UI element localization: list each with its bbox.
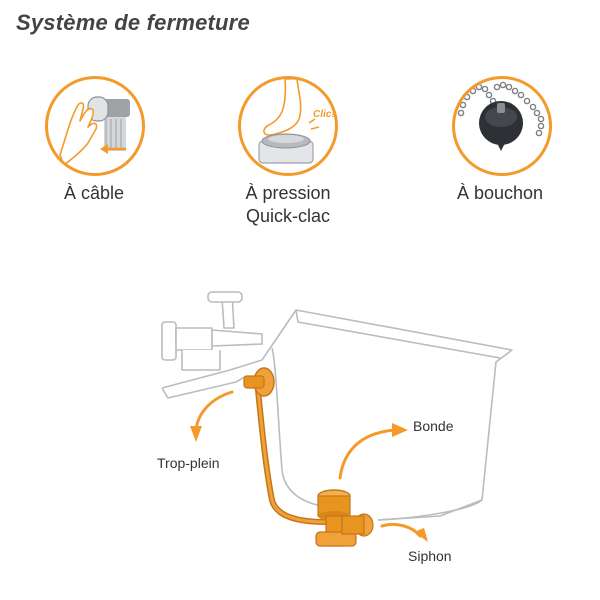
drain-assembly: [243, 367, 374, 547]
click-badge: Clic!: [313, 109, 335, 120]
option-pressure-label-line1: À pression: [245, 183, 331, 203]
bath-drain-diagram: [0, 270, 600, 600]
option-pressure-label-line2: Quick-clac: [245, 206, 330, 226]
label-siphon: Siphon: [408, 548, 452, 564]
option-pressure-label: À pression Quick-clac: [208, 182, 368, 228]
option-plug-label: À bouchon: [420, 182, 580, 205]
pressure-closure-icon: Clic!: [238, 76, 338, 176]
callout-arrows: [194, 390, 422, 538]
option-cable-label: À câble: [14, 182, 174, 205]
cable-closure-icon: [45, 76, 145, 176]
faucet-icon: [161, 291, 263, 371]
option-cable-label-line1: À câble: [63, 183, 125, 203]
plug-closure-icon: [452, 76, 552, 176]
option-plug-label-line1: À bouchon: [456, 183, 544, 203]
label-bonde: Bonde: [413, 418, 454, 434]
label-trop-plein: Trop-plein: [157, 455, 220, 471]
page-title: Système de fermeture: [16, 10, 250, 35]
